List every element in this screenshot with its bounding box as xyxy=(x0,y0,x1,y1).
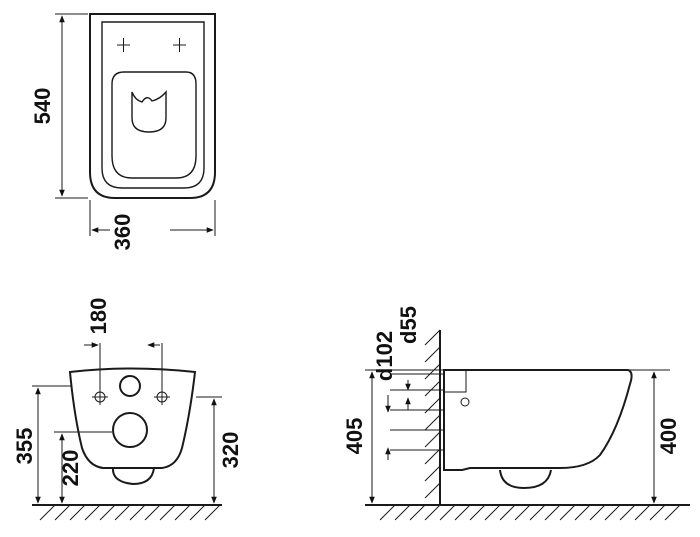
bolt-right-icon xyxy=(173,38,186,52)
inlet-hole xyxy=(119,375,141,397)
dim-side-left-height: 405 xyxy=(342,418,367,455)
dim-pipe-d55: d55 xyxy=(396,306,421,344)
bowl-outline-top xyxy=(89,13,216,199)
dim-pipe-d102: d102 xyxy=(372,331,397,381)
seat-rim-top xyxy=(101,21,205,189)
dim-mount-height: 320 xyxy=(218,432,243,469)
side-bolt-icon xyxy=(460,397,470,407)
inlet-fitting xyxy=(443,369,467,393)
bowl-outline-front xyxy=(68,367,197,469)
dim-bolt-spacing: 180 xyxy=(86,298,111,335)
drain-top xyxy=(131,90,167,133)
front-view: 180 355 220 320 xyxy=(12,298,243,521)
dim-drain-height: 220 xyxy=(58,450,83,487)
dim-total-height: 355 xyxy=(12,428,37,465)
dim-top-height: 540 xyxy=(30,88,55,125)
bolt-left-icon xyxy=(117,38,130,52)
drain-hole xyxy=(112,412,148,448)
bowl-base-front xyxy=(111,467,155,486)
dim-side-right-height: 400 xyxy=(656,418,681,455)
bowl-base-side xyxy=(499,469,552,490)
dim-top-width: 360 xyxy=(110,214,135,251)
bowl-opening-top xyxy=(111,71,197,179)
side-view: d102 d55 405 400 xyxy=(342,306,690,521)
bowl-outline-side xyxy=(443,369,633,471)
top-view: 540 360 xyxy=(30,13,216,251)
